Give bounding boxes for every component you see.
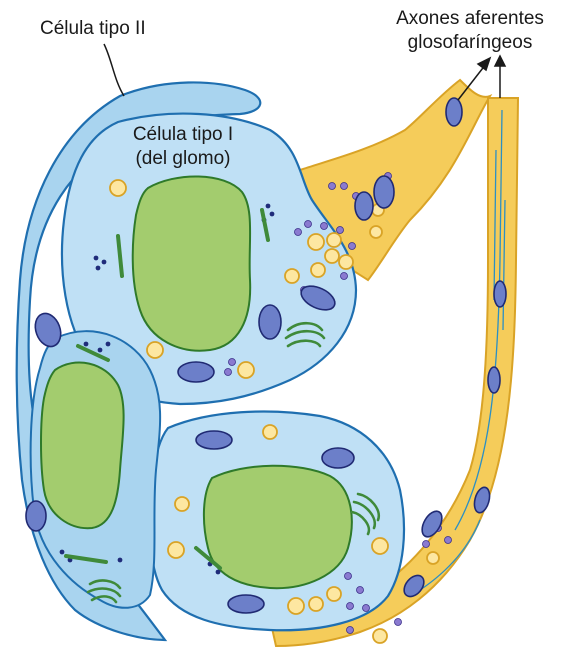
axons-label-line2: glosofaríngeos bbox=[386, 32, 554, 54]
type-i-cell-label-line2: (del glomo) bbox=[118, 148, 248, 170]
axons-label-line1: Axones aferentes bbox=[386, 8, 554, 30]
type-ii-cell-label: Célula tipo II bbox=[40, 18, 146, 40]
type-ii-leader-line bbox=[104, 44, 124, 96]
type-i-cell-label-line1: Célula tipo I bbox=[118, 124, 248, 146]
